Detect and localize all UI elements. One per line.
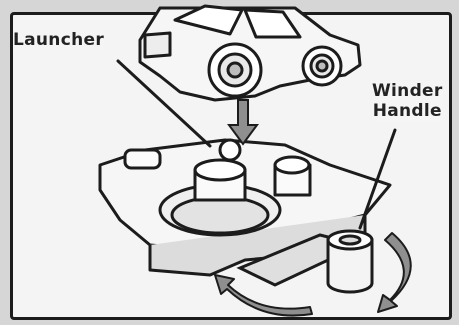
winder-handle-label-line1: Winder [372, 81, 443, 101]
winder-handle-label-line2: Handle [372, 101, 443, 121]
launcher-label: Launcher [13, 30, 104, 50]
down-arrow-icon [229, 100, 257, 144]
winder-handle-label: Winder Handle [372, 81, 443, 121]
car-icon [140, 6, 360, 100]
